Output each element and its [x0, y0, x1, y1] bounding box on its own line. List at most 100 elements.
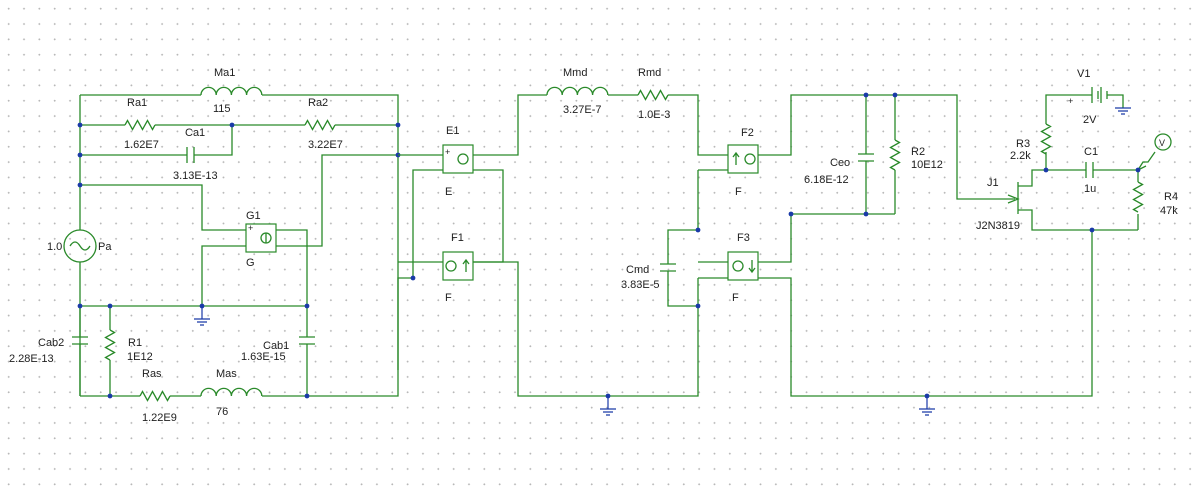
section-mechanical	[398, 86, 759, 416]
value-ca1: 3.13E-13	[173, 170, 218, 182]
ground-icon	[1115, 107, 1131, 115]
section-acoustic-input	[63, 86, 413, 402]
capacitor-cmd	[660, 263, 676, 272]
value-rmd: 1.0E-3	[638, 109, 670, 121]
resistor-r2	[889, 139, 901, 171]
capacitor-cab2	[72, 336, 88, 345]
label-cab2: Cab2	[38, 337, 64, 349]
wire-jfet-legs	[1018, 169, 1138, 231]
arrow-down-icon	[748, 260, 756, 274]
plus-e1: +	[445, 147, 450, 157]
wire-mech-top	[398, 94, 728, 156]
label-r2: R2	[911, 146, 925, 158]
resistor-ra1	[124, 119, 156, 131]
label-ras: Ras	[142, 368, 162, 380]
arrow-up-icon	[732, 151, 740, 165]
resistor-r4	[1132, 181, 1144, 213]
label-j1-part: J2N3819	[976, 220, 1020, 232]
label-ra2: Ra2	[308, 97, 328, 109]
label-c1: C1	[1084, 146, 1098, 158]
controlled-source-icon	[744, 153, 756, 165]
capacitor-ceo	[858, 153, 874, 162]
label-f3: F3	[737, 232, 750, 244]
value-ra2: 3.22E7	[308, 139, 343, 151]
junctions-section2	[410, 227, 701, 399]
controlled-source-f2	[727, 144, 759, 174]
label-f1-sub: F	[445, 292, 452, 304]
value-r1: 1E12	[127, 351, 153, 363]
controlled-source-icon	[732, 260, 744, 272]
wire-ma1-branch	[80, 94, 399, 370]
controlled-source-icon	[445, 260, 457, 272]
jfet-arrow-icon	[1007, 194, 1020, 204]
capacitor-c1	[1085, 162, 1094, 178]
label-ca1: Ca1	[185, 127, 205, 139]
value-mmd: 3.27E-7	[563, 104, 602, 116]
capacitor-cab1	[299, 336, 315, 345]
ac-source-pa	[63, 229, 97, 263]
resistor-rmd	[637, 89, 669, 101]
label-g: G	[246, 257, 255, 269]
label-g1: G1	[246, 210, 261, 222]
controlled-source-icon	[457, 153, 469, 165]
resistor-ra2	[304, 119, 336, 131]
label-ceo: Ceo	[830, 157, 850, 169]
section-electrical	[758, 87, 1172, 416]
ground-icon	[600, 396, 616, 416]
ground-icon	[919, 396, 935, 416]
label-pa: Pa	[98, 241, 112, 253]
wire-g1-ctrl	[80, 184, 246, 306]
wire-cmd	[667, 170, 728, 307]
junctions-section3	[788, 92, 1141, 399]
label-j1: J1	[987, 177, 999, 189]
labels: Ma1 115 Ra1 1.62E7 Ca1 3.13E-13 Ra2 3.22…	[9, 67, 1178, 424]
label-ma1: Ma1	[214, 67, 235, 79]
inductor-ma1	[200, 86, 263, 96]
sine-icon	[69, 241, 91, 251]
value-r3: 2.2k	[1010, 150, 1031, 162]
value-ma1: 115	[213, 103, 231, 115]
resistor-ras	[139, 390, 171, 402]
wire-ca1-row	[80, 125, 233, 156]
value-cab1: 1.63E-15	[241, 351, 286, 363]
label-cab1: Cab1	[263, 340, 289, 352]
plus-v1: +	[1068, 96, 1073, 106]
ground-icon	[194, 306, 210, 326]
label-v1: V1	[1077, 68, 1090, 80]
capacitor-ca1	[186, 147, 195, 163]
controlled-source-f1	[442, 251, 474, 281]
label-mmd: Mmd	[563, 67, 587, 79]
wire-elec-top	[758, 94, 1015, 200]
value-r4: 47k	[1160, 205, 1178, 217]
label-mas: Mas	[216, 368, 237, 380]
label-e: E	[445, 186, 452, 198]
probe-lead	[1136, 151, 1156, 172]
plus-g1: +	[248, 223, 253, 233]
value-c1: 1u	[1084, 183, 1096, 195]
value-r2: 10E12	[911, 159, 943, 171]
label-f1: F1	[451, 232, 464, 244]
wire-mech-bottom	[473, 261, 699, 397]
label-e1: E1	[446, 125, 459, 137]
arrow-up-icon	[462, 258, 470, 272]
value-ra1: 1.62E7	[124, 139, 159, 151]
voltmeter-probe[interactable]	[1154, 133, 1172, 151]
value-cmd: 3.83E-5	[621, 279, 660, 291]
value-ceo: 6.18E-12	[804, 174, 849, 186]
inductor-mas	[200, 387, 263, 397]
wire-c1-r4	[1046, 169, 1139, 230]
resistor-r3	[1040, 123, 1052, 155]
value-v1: 2V	[1083, 114, 1097, 126]
wire-elec-mid	[758, 213, 895, 263]
label-r4: R4	[1164, 191, 1178, 203]
value-pa: 1.0	[47, 241, 62, 253]
label-f2: F2	[741, 127, 754, 139]
wire-elec-bottom	[758, 230, 1093, 397]
battery-v1	[1091, 87, 1108, 103]
label-f3-sub: F	[732, 292, 739, 304]
wire-g1-out	[276, 154, 398, 306]
label-cmd: Cmd	[626, 264, 649, 276]
junctions-section1	[77, 122, 401, 399]
value-cab2: 2.28E-13	[9, 353, 54, 365]
label-f2-sub: F	[735, 186, 742, 198]
